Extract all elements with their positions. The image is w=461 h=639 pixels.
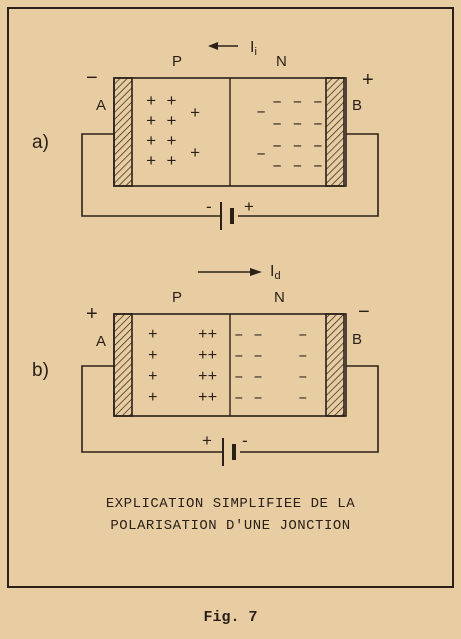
electrons-b: – – – – – – – – – – – – (234, 326, 308, 407)
terminal-b-label: B (352, 97, 362, 114)
diagram-a: Ii P N − + A B a) + + + + + + + + + + – … (32, 39, 379, 230)
svg-text:+ +: + + (146, 93, 177, 112)
caption-line-2: POLARISATION D'UNE JONCTION (110, 518, 351, 534)
electrode-a-right (325, 77, 345, 187)
caption-line-1: EXPLICATION SIMPLIFIEE DE LA (105, 496, 356, 512)
p-label-b: P (172, 289, 182, 306)
terminal-a-label: A (96, 97, 106, 114)
svg-text:+: + (148, 368, 158, 386)
electrode-a-left (113, 77, 133, 187)
svg-text:– – –: – – – (272, 93, 323, 112)
figure-label: Fig. 7 (203, 609, 258, 626)
right-sign-a: + (362, 69, 374, 91)
electrons-a: – – – – – – – – – – – – – – (256, 93, 323, 176)
holes-a: + + + + + + + + + + (146, 93, 200, 172)
p-label-a: P (172, 53, 182, 70)
figure-frame (7, 7, 454, 588)
terminal-b-label-b: B (352, 331, 362, 348)
current-arrow-a (208, 42, 238, 50)
electrode-b-right (325, 313, 345, 417)
current-arrow-b (198, 268, 262, 276)
svg-text:++: ++ (198, 389, 217, 407)
svg-text:– – –: – – – (272, 115, 323, 134)
svg-text:+: + (148, 326, 158, 344)
svg-text:++: ++ (198, 368, 217, 386)
svg-text:– –: – – (234, 389, 263, 407)
svg-text:++: ++ (198, 347, 217, 365)
n-label-b: N (274, 289, 285, 306)
svg-text:+: + (190, 105, 200, 124)
battery-a-left-sign: - (206, 197, 212, 216)
current-label-a: Ii (250, 39, 257, 58)
battery-b-left-sign: + (202, 431, 212, 450)
svg-text:–: – (256, 145, 266, 164)
svg-text:+ +: + + (146, 113, 177, 132)
diagram-b-label: b) (32, 360, 49, 381)
battery-b (222, 438, 236, 466)
right-sign-b: − (358, 301, 370, 323)
left-sign-a: − (86, 67, 98, 89)
terminal-a-label-b: A (96, 333, 106, 350)
battery-a-right-sign: + (244, 197, 254, 216)
electrode-b-left (113, 313, 133, 417)
svg-text:– – –: – – – (272, 157, 323, 176)
current-label-b: Id (270, 263, 281, 282)
holes-b: + ++ + ++ + ++ + ++ (148, 326, 217, 407)
svg-text:– –: – – (234, 347, 263, 365)
wire-b (81, 365, 222, 453)
battery-a (220, 202, 234, 230)
svg-text:– – –: – – – (272, 137, 323, 156)
svg-text:+ +: + + (146, 153, 177, 172)
svg-text:–: – (256, 103, 266, 122)
svg-text:+: + (148, 389, 158, 407)
svg-text:+ +: + + (146, 133, 177, 152)
diagram-b: Id P N + − A B b) + ++ + ++ + ++ + ++ – … (32, 263, 379, 466)
left-sign-b: + (86, 303, 98, 325)
svg-text:–: – (298, 347, 308, 365)
n-label-a: N (276, 53, 287, 70)
svg-text:–: – (298, 326, 308, 344)
svg-text:–: – (298, 368, 308, 386)
svg-text:+: + (148, 347, 158, 365)
svg-text:– –: – – (234, 368, 263, 386)
svg-text:– –: – – (234, 326, 263, 344)
battery-b-right-sign: - (242, 431, 248, 450)
svg-text:++: ++ (198, 326, 217, 344)
svg-text:+: + (190, 145, 200, 164)
diagram-a-label: a) (32, 132, 49, 153)
svg-text:–: – (298, 389, 308, 407)
wire-a (81, 133, 220, 217)
